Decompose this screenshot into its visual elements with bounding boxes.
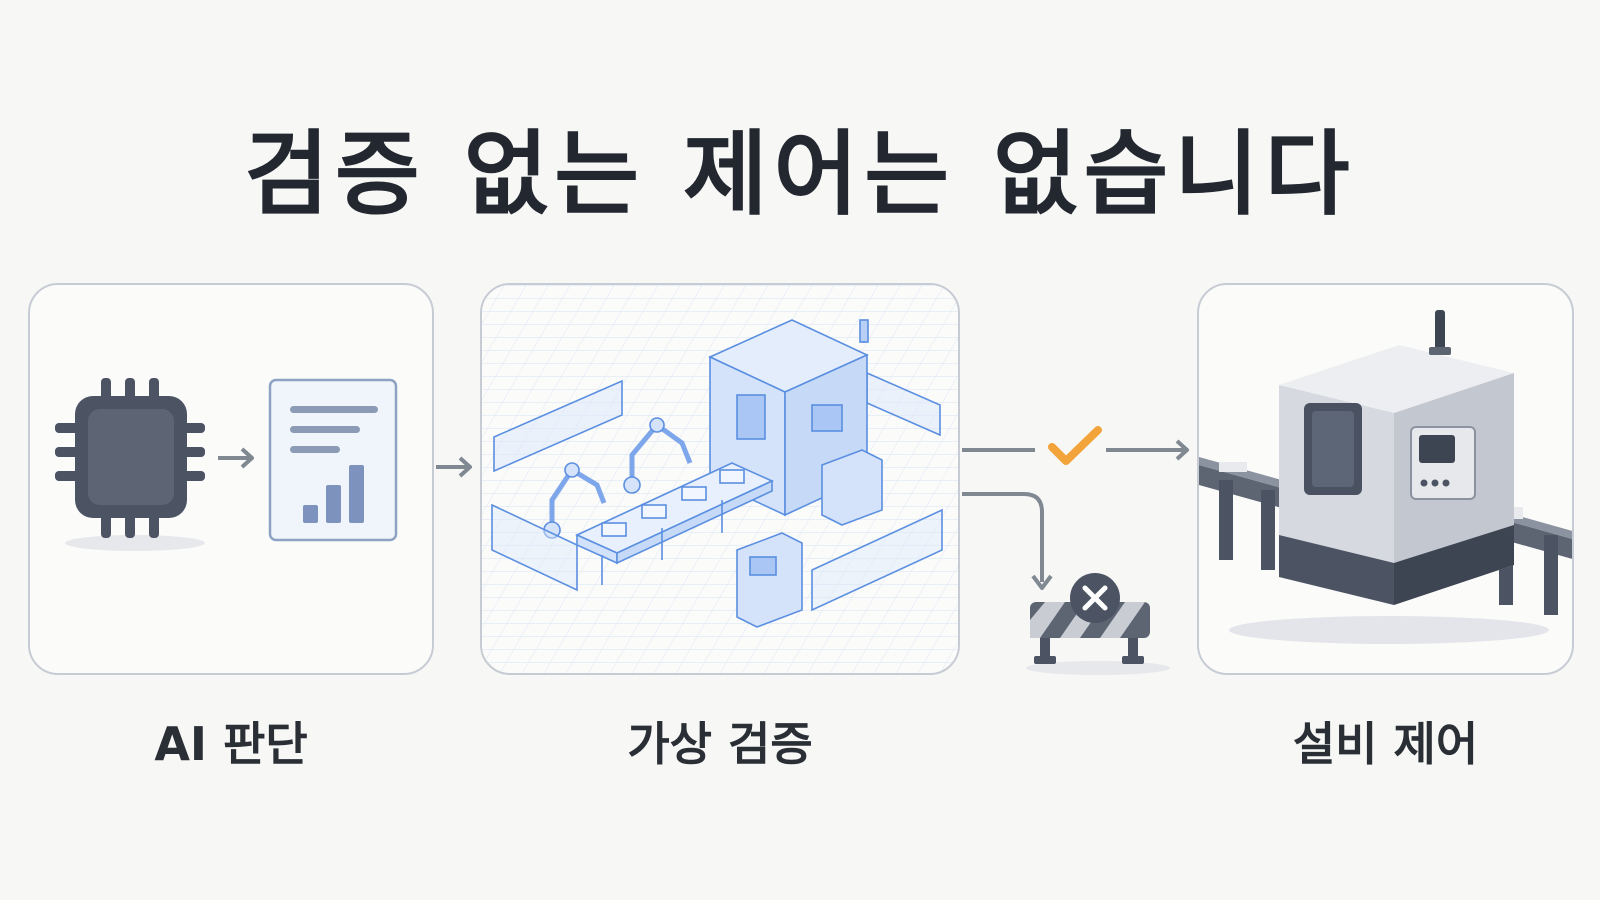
chip-icon: [55, 378, 205, 551]
page-title: 검증 없는 제어는 없습니다: [244, 121, 1356, 228]
pass-arrow: [962, 439, 1189, 461]
step-label-virtual-verification: 가상 검증: [627, 717, 813, 771]
ai-decision-panel: [28, 283, 434, 675]
arrow-icon: [436, 456, 472, 478]
digital-twin-factory-icon: [491, 319, 943, 628]
industrial-machine-icon: [1199, 310, 1572, 644]
step-label-equipment-control: 설비 제어: [1292, 717, 1479, 771]
equipment-control-panel: [1197, 283, 1574, 675]
report-chart-icon: [268, 378, 398, 542]
blocked-barrier-icon: [1026, 573, 1170, 675]
reject-arrow: [962, 492, 1053, 590]
step-label-ai-decision: AI 판단: [154, 717, 308, 771]
arrow-icon: [218, 447, 254, 469]
virtual-verification-panel: [480, 283, 960, 675]
check-icon: [1048, 426, 1102, 465]
